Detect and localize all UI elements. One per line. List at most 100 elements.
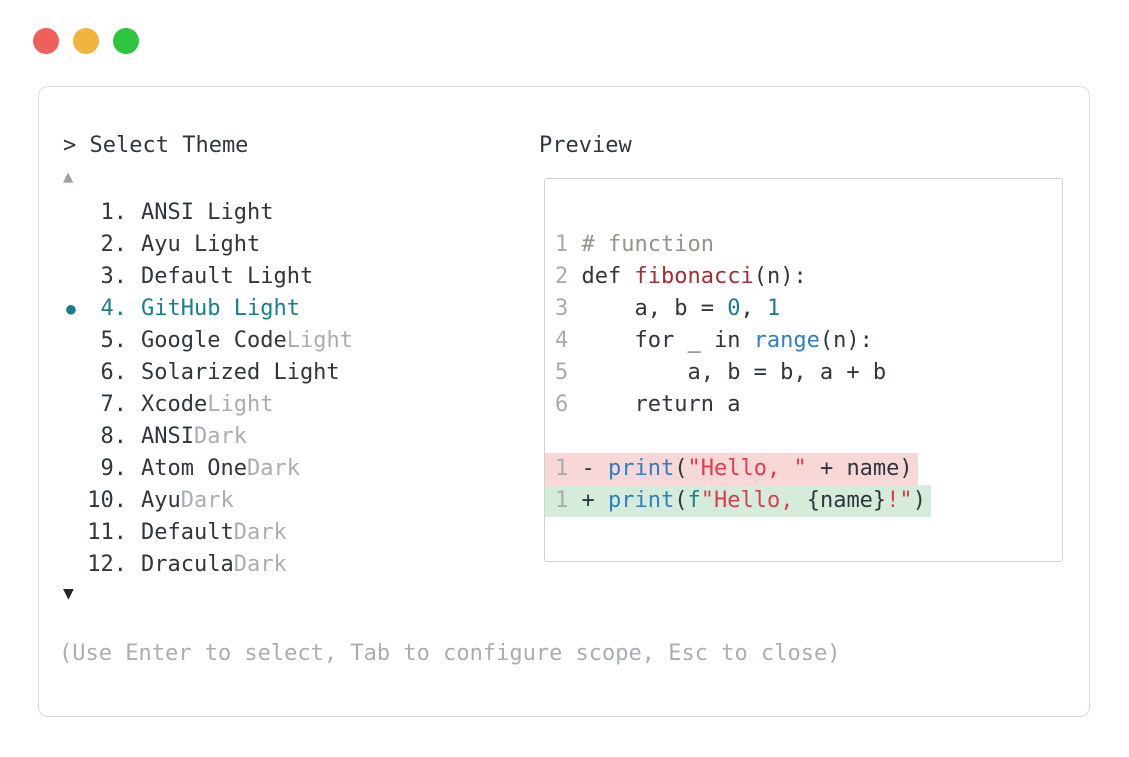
code-token-plain: (n): xyxy=(819,328,873,353)
theme-list-item[interactable]: ● 4. GitHub Light xyxy=(39,293,509,325)
theme-list-item[interactable]: 12. Dracula Dark xyxy=(39,549,509,581)
theme-item-number: 4. xyxy=(100,296,128,321)
theme-list-item[interactable]: 10. Ayu Dark xyxy=(39,485,509,517)
theme-item-name: GitHub Light xyxy=(141,296,300,321)
theme-item-name: Default xyxy=(141,520,234,545)
code-line xyxy=(545,421,555,453)
theme-item-number: 12. xyxy=(87,552,127,577)
diff-line-added: 1 + print(f"Hello, {name}!") xyxy=(545,485,931,517)
theme-item-name: Xcode xyxy=(141,392,208,417)
theme-list-item[interactable]: 5.Google Code Light xyxy=(39,325,509,357)
theme-list-item[interactable]: 8. ANSI Dark xyxy=(39,421,509,453)
theme-item-number: 9. xyxy=(100,456,128,481)
code-token-plain: {name} xyxy=(806,488,887,513)
bullet-placeholder xyxy=(59,229,83,261)
theme-item-name: Ayu xyxy=(141,488,181,513)
theme-item-name: Solarized Light xyxy=(141,360,340,385)
code-token-plain: ( xyxy=(674,456,688,481)
theme-list-item[interactable]: 11. Default Dark xyxy=(39,517,509,549)
code-line: 1 # function xyxy=(545,229,714,261)
theme-item-number: 1. xyxy=(100,200,128,225)
theme-list-item[interactable]: 1. ANSI Light xyxy=(39,197,509,229)
line-number: 2 xyxy=(555,264,582,289)
code-line: 5 a, b = b, a + b xyxy=(545,357,886,389)
line-number: 1 xyxy=(555,456,582,481)
code-line: 6 return a xyxy=(545,389,740,421)
code-token-fprefix: f xyxy=(687,488,701,513)
bullet-placeholder xyxy=(59,197,83,229)
theme-item-name: ANSI xyxy=(141,424,194,449)
theme-item-name: ANSI Light xyxy=(141,200,274,225)
line-number: 4 xyxy=(555,328,582,353)
code-token-number: 0 xyxy=(727,296,741,321)
theme-list-item[interactable]: 2.Ayu Light xyxy=(39,229,509,261)
theme-item-number: 11. xyxy=(87,520,127,545)
code-token-plain: return a xyxy=(581,392,741,417)
theme-item-number: 3. xyxy=(100,264,128,289)
close-button[interactable] xyxy=(33,28,59,54)
code-token-func: fibonacci xyxy=(634,264,754,289)
code-token-builtin: range xyxy=(753,328,820,353)
line-number: 6 xyxy=(555,392,582,417)
code-token-number: 1 xyxy=(766,296,781,321)
bullet-placeholder xyxy=(59,549,83,581)
code-token-plain: (n): xyxy=(753,264,807,289)
code-line: 4 for _ in range(n): xyxy=(545,325,873,357)
scroll-up-icon[interactable]: ▲ xyxy=(63,167,74,187)
bullet-placeholder xyxy=(59,421,83,453)
theme-item-variant: Dark xyxy=(180,488,234,513)
preview-label: Preview xyxy=(539,133,632,158)
bullet-placeholder xyxy=(59,261,83,293)
code-token-string: "Hello, " xyxy=(687,456,807,481)
bullet-placeholder xyxy=(59,517,83,549)
code-token-builtin: print xyxy=(608,488,675,513)
code-token-plain: a, b = b, a + b xyxy=(581,360,887,385)
maximize-button[interactable] xyxy=(113,28,139,54)
theme-item-name: Default Light xyxy=(141,264,314,289)
select-theme-prompt: > Select Theme xyxy=(63,133,249,158)
bullet-placeholder xyxy=(59,357,83,389)
theme-item-variant: Dark xyxy=(233,520,287,545)
bullet-placeholder xyxy=(59,485,83,517)
code-token-plain: ( xyxy=(674,488,688,513)
code-line: 2 def fibonacci(n): xyxy=(545,261,807,293)
bullet-placeholder xyxy=(59,453,83,485)
theme-list-item[interactable]: 6. Solarized Light xyxy=(39,357,509,389)
help-text: (Use Enter to select, Tab to configure s… xyxy=(59,641,841,666)
scroll-down-icon[interactable]: ▼ xyxy=(63,583,74,604)
code-token-string: !" xyxy=(886,488,913,513)
code-token-string: "Hello, xyxy=(700,488,807,513)
code-token-comment: # function xyxy=(581,232,714,257)
window-traffic-lights xyxy=(33,28,139,54)
theme-item-number: 10. xyxy=(87,488,127,513)
theme-list-item[interactable]: 9.Atom One Dark xyxy=(39,453,509,485)
diff-line-removed: 1 - print("Hello, " + name) xyxy=(545,453,918,485)
line-number: 1 xyxy=(555,232,582,257)
code-token-plain: + name) xyxy=(806,456,913,481)
code-token-plain: for _ in xyxy=(581,328,754,353)
code-token-plain: ) xyxy=(912,488,926,513)
theme-item-name: Google Code xyxy=(141,328,287,353)
code-token-plain: , xyxy=(740,296,767,321)
line-number: 3 xyxy=(555,296,582,321)
theme-item-number: 2. xyxy=(100,232,128,257)
theme-item-number: 7. xyxy=(100,392,128,417)
theme-list-item[interactable]: 3. Default Light xyxy=(39,261,509,293)
theme-item-number: 8. xyxy=(100,424,128,449)
theme-item-variant: Dark xyxy=(233,552,287,577)
line-number: 5 xyxy=(555,360,582,385)
theme-item-variant: Dark xyxy=(193,424,247,449)
theme-item-variant: Light xyxy=(286,328,353,353)
theme-item-number: 6. xyxy=(100,360,128,385)
bullet-placeholder xyxy=(59,325,83,357)
code-token-builtin: print xyxy=(608,456,675,481)
theme-item-name: Dracula xyxy=(141,552,234,577)
minimize-button[interactable] xyxy=(73,28,99,54)
theme-list-item[interactable]: 7.Xcode Light xyxy=(39,389,509,421)
selected-bullet-icon: ● xyxy=(66,299,76,318)
theme-item-variant: Dark xyxy=(246,456,300,481)
